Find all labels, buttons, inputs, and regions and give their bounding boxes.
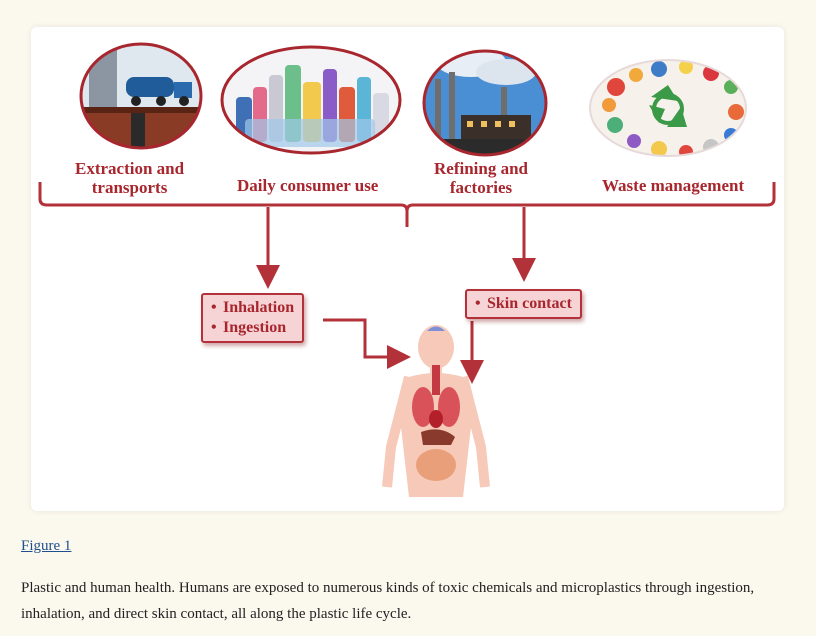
stage-label-daily-use: Daily consumer use — [237, 176, 379, 195]
figure-panel: Extraction and transports Daily consumer… — [31, 27, 784, 511]
route-item-inhalation: •Inhalation — [211, 299, 295, 316]
recycle-icon — [589, 59, 747, 157]
diagram-graphics — [38, 42, 776, 497]
factory-icon — [422, 49, 548, 157]
figure-caption: Plastic and human health. Humans are exp… — [21, 580, 755, 622]
stage-label-extraction: Extraction and transports — [75, 159, 185, 197]
stage-label-waste: Waste management — [602, 176, 745, 195]
human-body-icon — [382, 325, 490, 497]
stages-bracket — [38, 182, 776, 227]
stage-label-refining: Refining and factories — [434, 159, 528, 197]
arrow-to-body-left — [323, 318, 411, 369]
bottles-icon — [220, 45, 402, 155]
route-box-inhalation-ingestion: •Inhalation •Ingestion — [201, 293, 305, 343]
route-item-ingestion: •Ingestion — [211, 319, 287, 336]
figure-link[interactable]: Figure 1 — [21, 538, 72, 554]
route-box-skin-contact: •Skin contact — [465, 289, 582, 319]
route-item-skin-contact: •Skin contact — [475, 295, 572, 312]
truck-icon — [79, 42, 203, 150]
